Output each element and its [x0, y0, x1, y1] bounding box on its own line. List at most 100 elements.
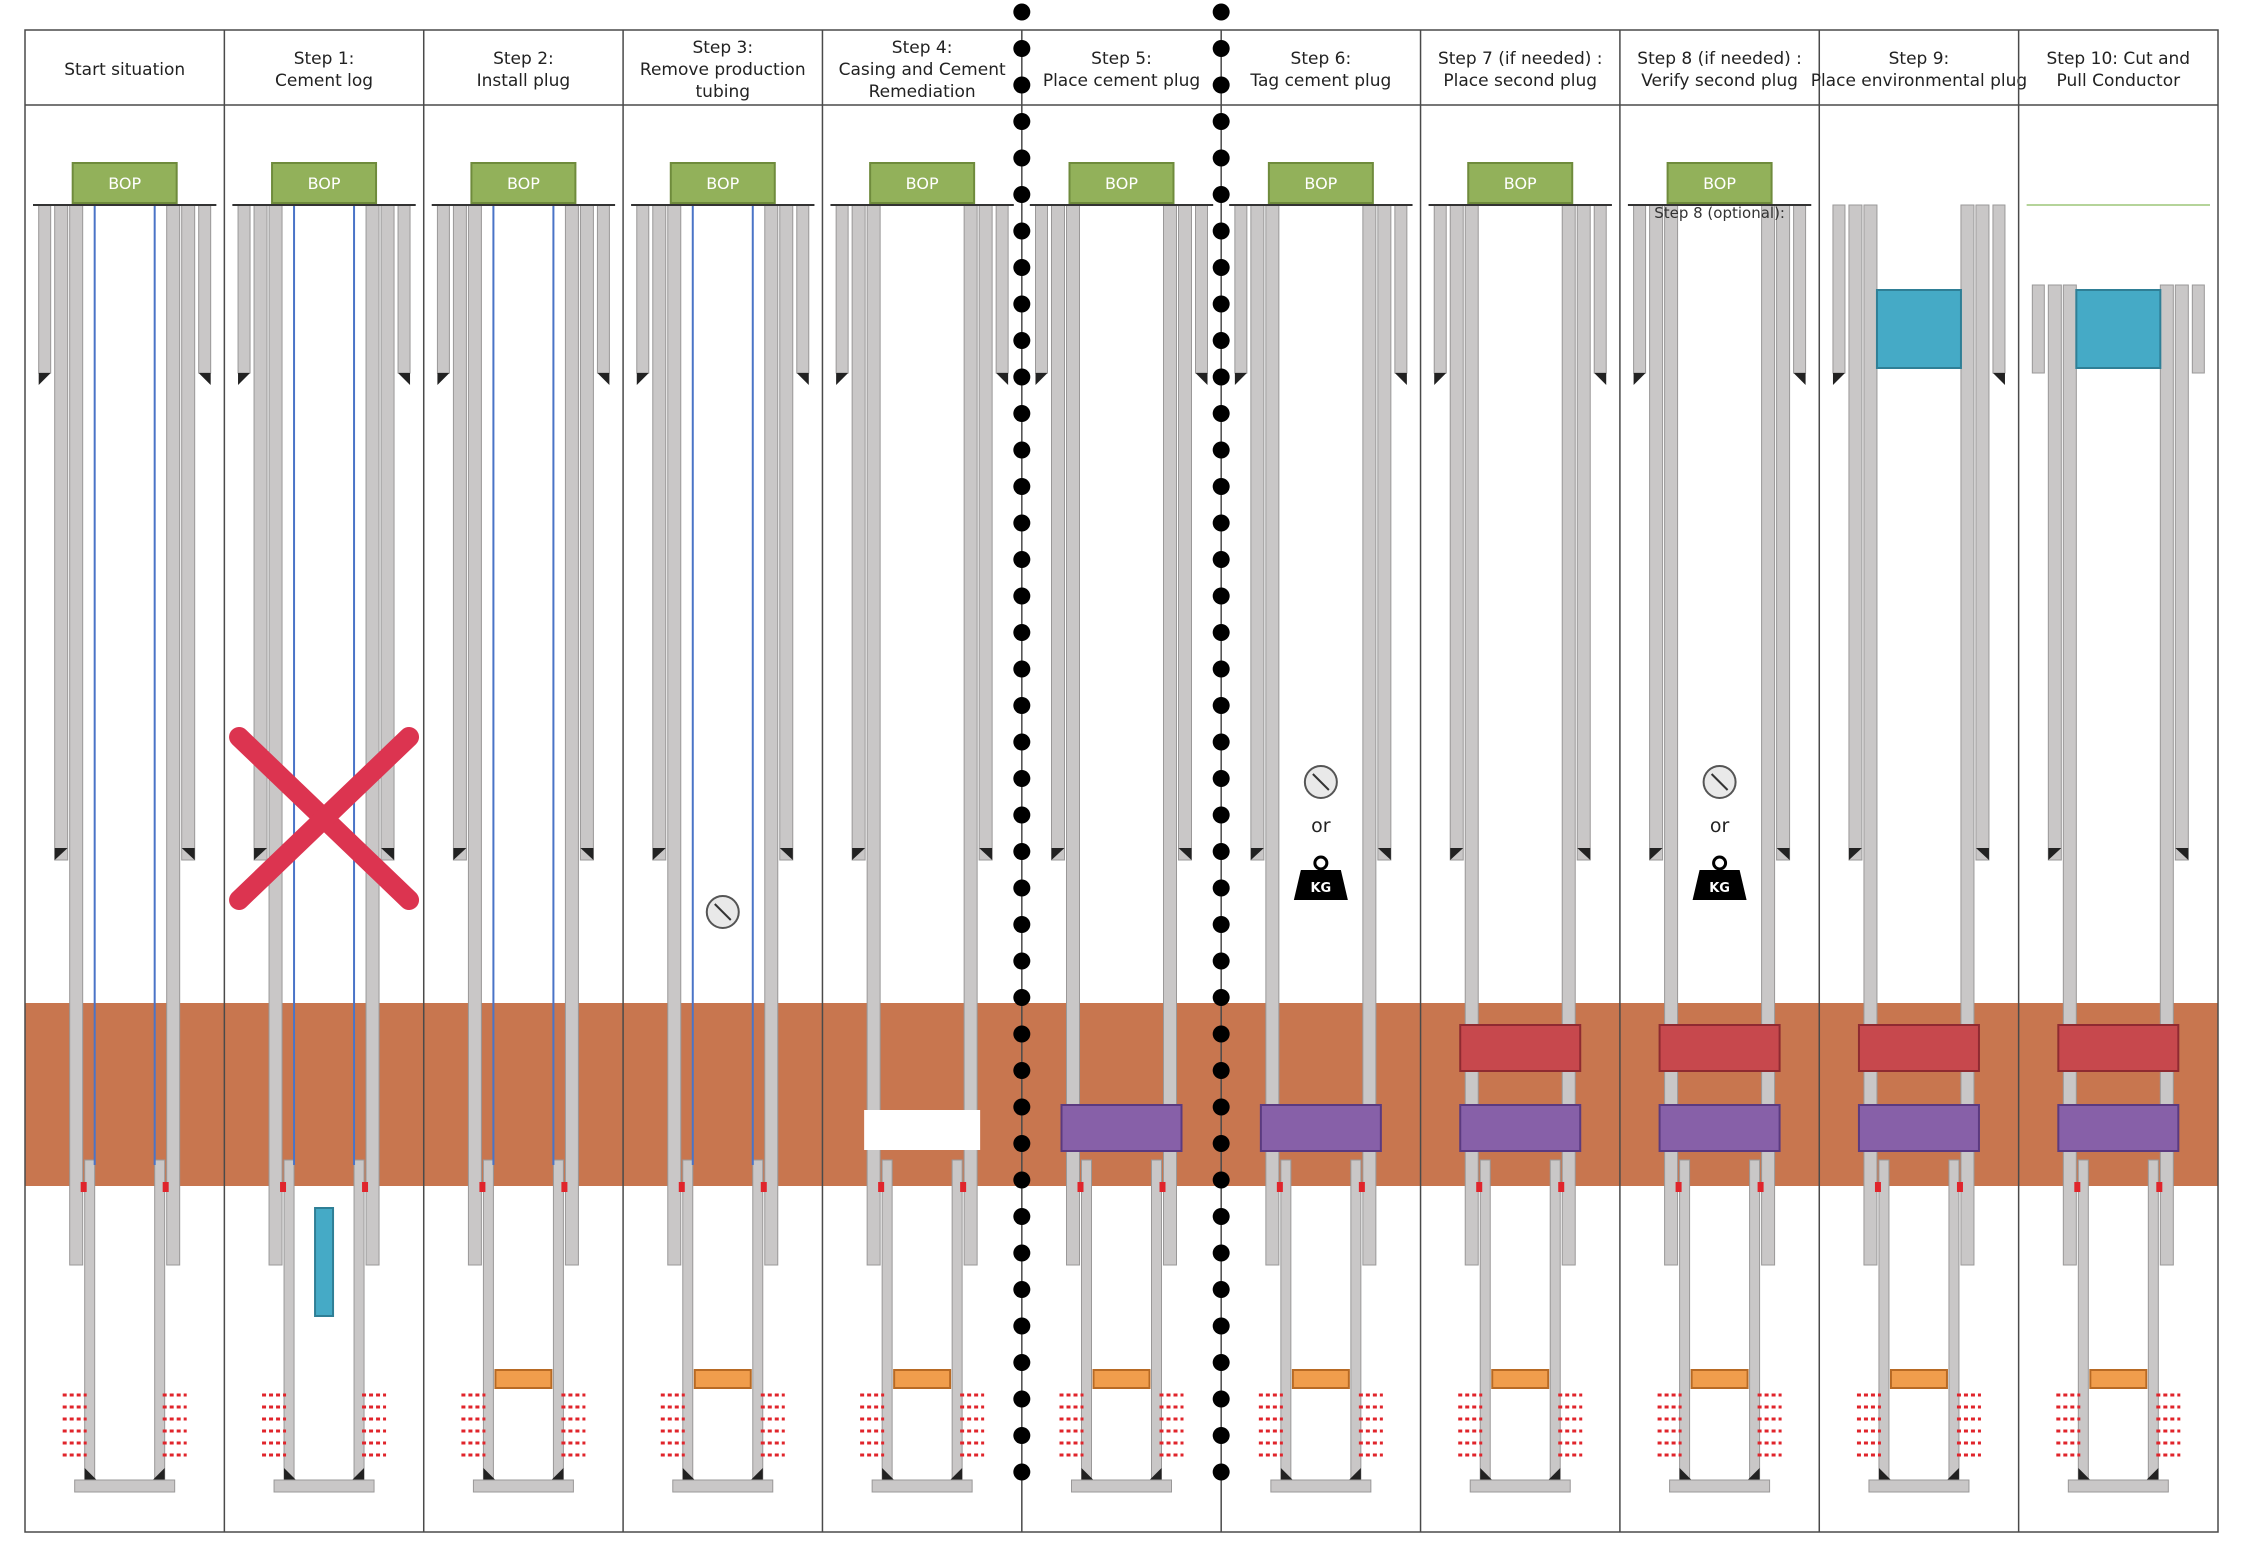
separator-dot — [1212, 149, 1230, 167]
wellbore — [237, 204, 411, 1493]
well-bottom — [1270, 1479, 1372, 1493]
separator-dot — [1013, 697, 1031, 714]
casing-shoe — [398, 373, 411, 385]
intermediate-casing — [467, 204, 482, 1266]
casing-shoe — [1394, 373, 1407, 385]
separator-dot — [1212, 660, 1230, 678]
bop-label: BOP — [108, 174, 141, 193]
separator-dot — [1013, 1427, 1031, 1444]
liner-hanger-mark — [1558, 1182, 1565, 1192]
separator-dot — [1013, 332, 1031, 349]
separator-dot — [1013, 879, 1031, 897]
casing-shoe — [1051, 848, 1065, 860]
primary-cement-plug — [1459, 1104, 1582, 1152]
conductor-casing — [796, 204, 810, 374]
step-title-line: Step 1: — [294, 49, 355, 69]
step-title-line: Place cement plug — [1043, 71, 1200, 91]
or-label: or — [1311, 815, 1331, 837]
separator-dot — [1212, 3, 1230, 21]
separator-dot — [1013, 806, 1031, 824]
separator-dot — [1212, 405, 1230, 422]
intermediate-casing — [268, 204, 283, 1266]
liner-hanger-mark — [1675, 1182, 1682, 1192]
wellbore — [1035, 204, 1208, 1493]
casing-shoe — [682, 1468, 695, 1480]
bop-label: BOP — [308, 174, 341, 193]
diagram-frame — [24, 29, 2219, 1533]
separator-dot — [1212, 368, 1230, 386]
well-bottom — [2067, 1479, 2169, 1493]
separator-dot — [1212, 40, 1230, 57]
separator-dot — [1212, 1135, 1230, 1152]
casing-shoe — [1548, 1468, 1561, 1480]
bop-block — [1267, 162, 1374, 204]
separator-dot — [1212, 989, 1230, 1006]
casing-shoe — [453, 848, 467, 860]
step-title-line: Step 8 (if needed) : — [1637, 49, 1802, 69]
casing-shoe — [1946, 1468, 1959, 1480]
separator-dot — [1013, 1317, 1031, 1335]
pressure-gauge-icon — [705, 895, 740, 929]
liner-hanger-mark — [1358, 1182, 1365, 1192]
casing-shoe — [1195, 373, 1208, 385]
bridge-plug — [1690, 1369, 1749, 1389]
casing-shoe — [796, 373, 809, 385]
separator-dot — [1013, 368, 1031, 386]
wellbore — [1433, 204, 1607, 1493]
casing-shoe — [1234, 373, 1247, 385]
step-title-line: Install plug — [477, 71, 571, 91]
casing-shoe — [1280, 1468, 1293, 1480]
bridge-plug — [693, 1369, 752, 1389]
wellbore — [1633, 204, 1807, 1493]
intermediate-casing — [1863, 204, 1878, 1266]
bridge-plug — [1092, 1369, 1151, 1389]
casing-shoe — [284, 1468, 297, 1480]
separator-dot — [1212, 186, 1230, 203]
separator-dot — [1212, 1025, 1230, 1043]
weight-label: KG — [1310, 881, 1331, 896]
bop-block — [271, 162, 378, 204]
well-bottom — [472, 1479, 574, 1493]
separator-dot — [1212, 697, 1230, 714]
separator-dot — [1013, 551, 1031, 568]
bop-block — [470, 162, 577, 204]
conductor-casing — [1394, 204, 1408, 374]
liner-hanger-mark — [1757, 1182, 1764, 1192]
intermediate-casing — [1960, 204, 1975, 1266]
separator-dot — [1013, 222, 1031, 240]
casing-shoe — [84, 1468, 97, 1480]
conductor-casing — [1793, 204, 1807, 374]
separator-dot — [1013, 660, 1031, 678]
separator-dot — [1212, 76, 1230, 94]
wellbore — [38, 204, 212, 1493]
remediation-window — [864, 1110, 981, 1150]
liner-hanger-mark — [1956, 1182, 1963, 1192]
weight-body — [1692, 870, 1747, 900]
casing-shoe — [1081, 1468, 1094, 1480]
pressure-gauge-icon — [1303, 765, 1338, 799]
surface-casing — [851, 204, 866, 861]
liner-hanger-mark — [2074, 1182, 2081, 1192]
casing-shoe — [1633, 373, 1646, 385]
separator-dot — [1212, 1427, 1230, 1444]
liner-hanger-mark — [362, 1182, 369, 1192]
separator-dot — [1013, 1135, 1031, 1152]
casing-shoe — [1480, 1468, 1493, 1480]
casing-shoe — [1848, 848, 1862, 860]
conductor-casing — [1234, 204, 1248, 374]
separator-dot — [1013, 624, 1031, 641]
conductor-casing — [1832, 204, 1846, 374]
casing-shoe — [352, 1468, 365, 1480]
bop-block — [1068, 162, 1175, 204]
secondary-cement-plug — [2057, 1024, 2180, 1072]
wellbore — [2031, 284, 2205, 1493]
separator-dot — [1212, 879, 1230, 897]
primary-cement-plug — [1060, 1104, 1183, 1152]
separator-dot — [1013, 113, 1031, 130]
liner-hanger-mark — [561, 1182, 568, 1192]
separator-dot — [1212, 551, 1230, 568]
well-bottom — [74, 1479, 176, 1493]
